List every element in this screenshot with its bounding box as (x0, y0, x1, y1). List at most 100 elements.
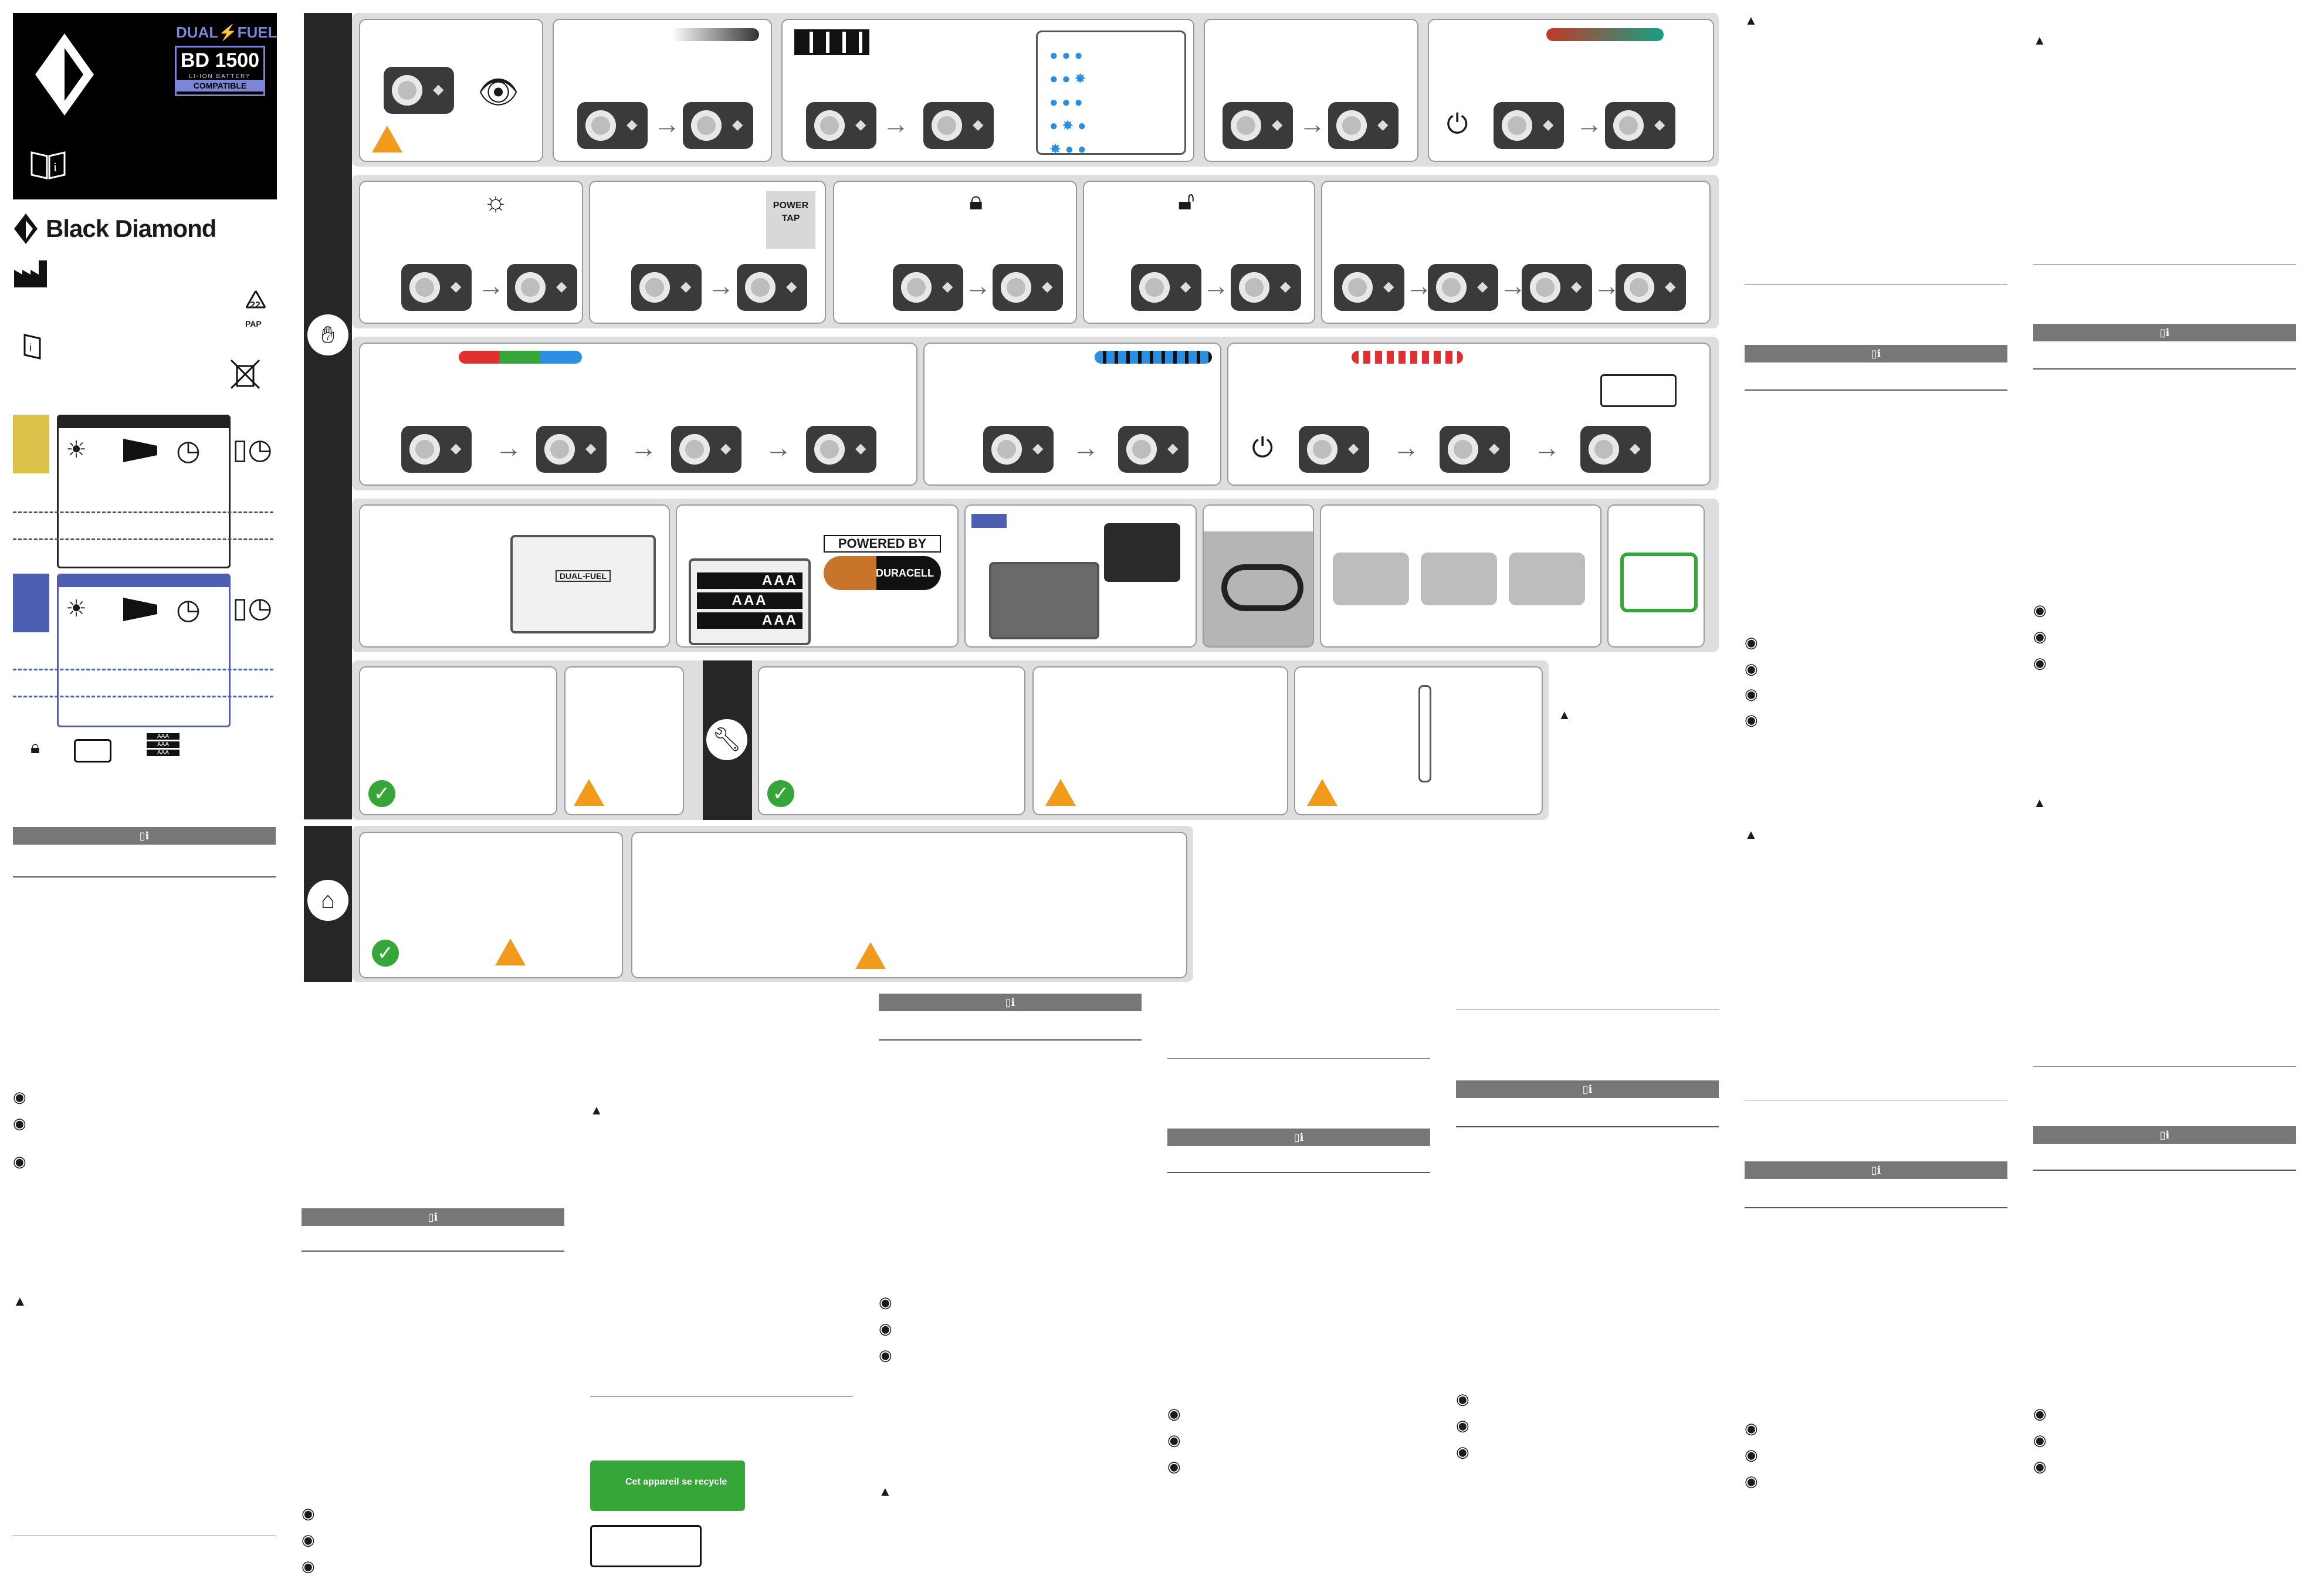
svg-text:i: i (29, 342, 32, 354)
panel-pack-ok: ✓ (359, 666, 557, 815)
divider (590, 1396, 853, 1397)
panel-proximity: ☼ → (359, 181, 583, 324)
warning-triangle-icon: ▲ (2033, 33, 2046, 48)
home-icon: ◉ (2033, 628, 2047, 645)
home-icon: ◉ (13, 1114, 26, 1132)
panel-storage-hazards (631, 832, 1187, 978)
charge-icon (971, 514, 1007, 528)
section-header-bar: ▯ℹ (13, 827, 276, 845)
panel-wash-ok: ✓ (758, 666, 1025, 815)
divider-dashed (13, 511, 273, 513)
warning-triangle-icon (372, 126, 402, 153)
warning-triangle-icon (495, 938, 526, 965)
sun-icon: ☼ (483, 186, 509, 216)
powered-by-label: POWERED BY (824, 535, 941, 553)
wrench-icon: ◉ (1745, 685, 1758, 703)
aaa-label: AAA (697, 612, 802, 629)
mode-card-2: ☀ ◷ (57, 574, 231, 727)
panel-waterproof (1203, 504, 1314, 648)
beam-icon (123, 439, 157, 462)
book-info-icon: ▯ℹ (428, 1211, 438, 1223)
hand-icon: ◉ (1167, 1405, 1181, 1422)
panel-tilt (1320, 504, 1601, 648)
divider (1745, 284, 2007, 285)
thermometer-icon (1418, 685, 1431, 782)
bd1500-pack (1104, 523, 1180, 582)
diagram-row-4: DUAL-FUEL AAA AAA AAA POWERED BY DURACEL… (352, 499, 1719, 652)
lock-icon: 🔒︎ (31, 738, 40, 757)
lock-icon: 🔒︎ (969, 187, 983, 215)
factory-icon (14, 260, 47, 287)
panel-storage-lock: ✓ (359, 832, 623, 978)
warning-triangle-icon: ▲ (1745, 13, 1758, 28)
panel-unlock: 🔓︎ → (1083, 181, 1315, 324)
battery-icon (794, 29, 869, 55)
divider-dashed (13, 696, 273, 697)
panel-mode-cycle: → → → (1321, 181, 1711, 324)
home-icon: ◉ (1745, 1446, 1758, 1463)
mode-gradient (1546, 28, 1664, 41)
home-icon: ◉ (2033, 1431, 2047, 1449)
hand-icon: ◉ (1456, 1390, 1469, 1408)
book-info-icon: ▯ℹ (1871, 1164, 1881, 1176)
hand-icon: ◉ (879, 1293, 892, 1311)
tilt-step (1421, 553, 1497, 605)
battery-model: BD 1500 (180, 49, 260, 72)
tilt-step (1509, 553, 1585, 605)
panel-green (1607, 504, 1705, 648)
product-hero: i (13, 13, 277, 199)
strobe-gradient (1095, 351, 1212, 364)
diagram-row-1: 👁︎ → → ● ● ●● ● ✸● ● ●● ✸ ●✸ ● ● → ⏻ → (352, 13, 1719, 167)
recycle-sort-logo (590, 1525, 702, 1567)
wrench-icon: ◉ (2033, 1458, 2047, 1475)
book-info-icon: i (31, 151, 66, 179)
hand-icon: ◉ (1745, 1419, 1758, 1437)
divider (1167, 1058, 1430, 1059)
diagram-row-6: ✓ (352, 826, 1193, 982)
aaa-label: AAA (697, 592, 802, 609)
panel-eye-warning: 👁︎ (359, 19, 543, 162)
panel-open-door: DUAL-FUEL (359, 504, 670, 648)
panel-color-modes: → → → (359, 343, 917, 486)
power-icon: ⏻ (1447, 109, 1468, 139)
book-info-icon: ▯ℹ (1293, 1131, 1304, 1143)
mode-card-1: ☀ ◷ (57, 415, 231, 568)
divider-dashed (13, 538, 273, 540)
home-icon: ◉ (1456, 1417, 1469, 1434)
dual-fuel-door-label: DUAL-FUEL (556, 570, 611, 582)
wrench-icon: ◉ (1745, 1472, 1758, 1490)
indicator-legend: ● ● ●● ● ✸● ● ●● ✸ ●✸ ● ● (1036, 31, 1186, 157)
red-gradient (1352, 351, 1463, 364)
battery-stack-icon: AAA AAA AAA (147, 733, 180, 756)
wrench-icon: ◉ (1167, 1458, 1181, 1475)
hand-icon: ◉ (13, 1088, 26, 1106)
wrench-icon: 🔧︎ (706, 719, 747, 760)
panel-battery-level: → ● ● ●● ● ✸● ● ●● ✸ ●✸ ● ● (781, 19, 1194, 162)
ok-check-icon: ✓ (767, 780, 794, 807)
warning-triangle-icon: ▲ (2033, 795, 2046, 810)
wrench-icon: ◉ (879, 1346, 892, 1364)
aaa-label: AAA (697, 572, 802, 589)
home-icon: ◉ (1745, 660, 1758, 677)
book-info-icon: ▯ℹ (2159, 327, 2170, 338)
hand-icon: ✋︎ (307, 314, 348, 355)
warning-triangle-icon (574, 779, 604, 806)
divider (2033, 1066, 2296, 1067)
mode-color-yellow (13, 415, 49, 473)
warning-triangle-icon: ▲ (590, 1103, 603, 1117)
section-header-bar: ▯ℹ (2033, 1126, 2296, 1144)
panel-lock: 🔒︎ → (833, 181, 1077, 324)
battery-tray (989, 562, 1099, 639)
warning-triangle-icon: ▲ (13, 1293, 27, 1309)
divider (1745, 1207, 2007, 1208)
green-lamp-icon (1620, 553, 1698, 612)
warning-triangle-icon: ▲ (879, 1484, 892, 1499)
section-header-bar: ▯ℹ (879, 994, 1142, 1011)
power-icon: ⏻ (1252, 432, 1274, 463)
battery-badge: BD 1500 LI-ION BATTERY COMPATIBLE (175, 46, 265, 96)
panel-power-tap: POWER TAP → (589, 181, 826, 324)
panel-red-mode: ⏻ → → (1227, 343, 1711, 486)
panel-bd1500-battery (964, 504, 1197, 648)
diagram-row-2: ☼ → POWER TAP → 🔒︎ → 🔓︎ → → → → (352, 175, 1719, 328)
aaa-tray: AAA AAA AAA (689, 558, 811, 645)
